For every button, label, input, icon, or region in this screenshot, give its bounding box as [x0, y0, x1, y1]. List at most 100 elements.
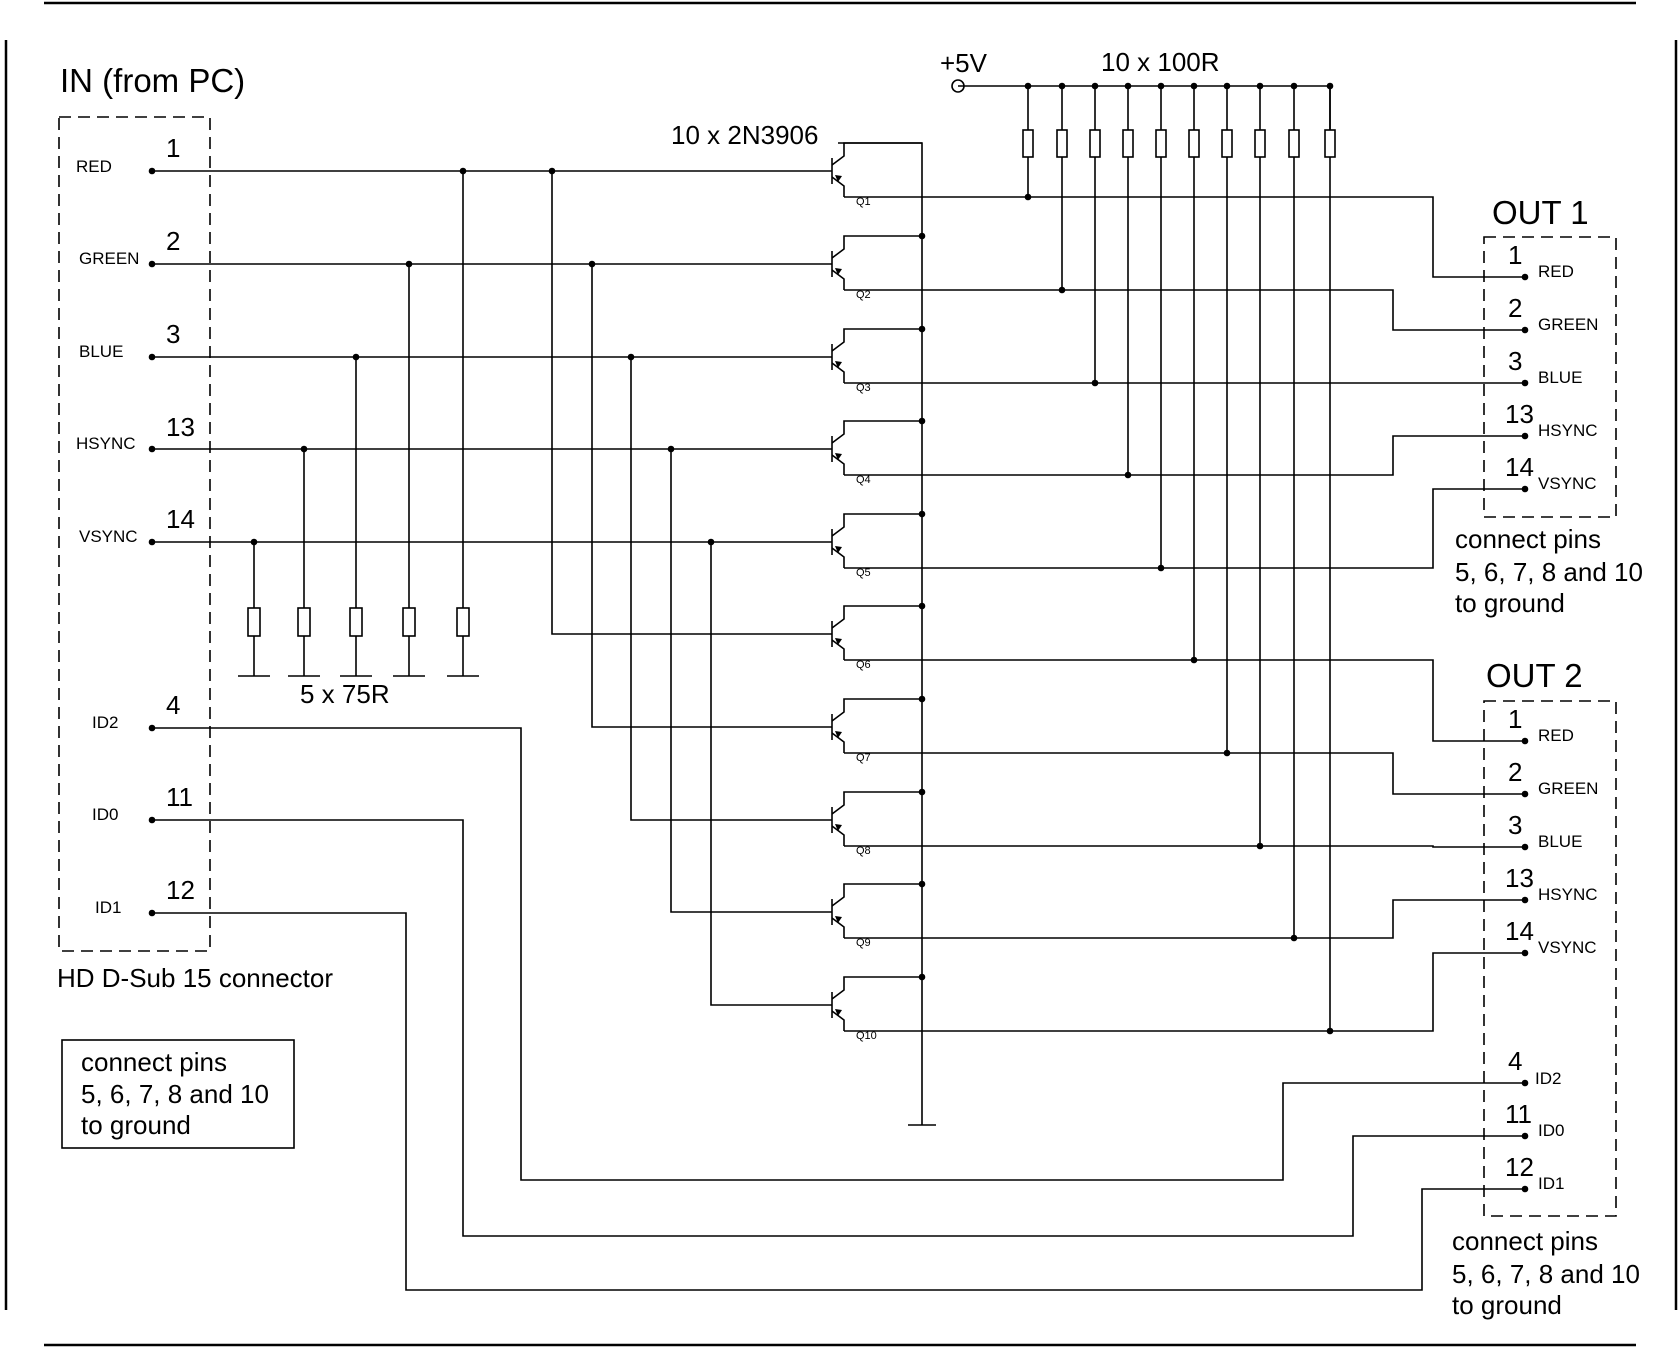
out1-pin-labels: 1 RED 2 GREEN 3 BLUE 13 HSYNC 14 VSYNC [1505, 240, 1598, 493]
junction-dot [918, 880, 926, 888]
in-pin-number: 11 [166, 782, 193, 812]
out2-pin-dot [1521, 790, 1529, 798]
transistor-arrow [835, 175, 842, 182]
junction-dot [918, 788, 926, 796]
transistor-label: Q7 [856, 752, 871, 764]
terminator-resistor [456, 607, 470, 637]
transistor-label: Q1 [856, 196, 871, 208]
pullup-resistor [1056, 129, 1068, 158]
in-pin-name: VSYNC [79, 527, 138, 546]
transistor-emitter-lead [831, 328, 922, 352]
out1-pin-dot [1521, 273, 1529, 281]
pullup-resistor [1254, 129, 1266, 158]
transistor-emitter-lead [831, 883, 922, 907]
out2-pin-dot [1521, 896, 1529, 904]
transistor-emitter-lead [831, 235, 922, 259]
out1-pin-number: 14 [1505, 452, 1534, 482]
out1-title: OUT 1 [1492, 194, 1589, 231]
pullup-resistor [1221, 129, 1233, 158]
in-pin-name: ID2 [92, 713, 118, 732]
transistor-collector-lead [831, 176, 845, 197]
junction-dot [918, 417, 926, 425]
transistor-collector-lead [831, 269, 845, 290]
transistor-collector-lead [831, 825, 845, 846]
output-trace [844, 289, 1525, 331]
in-pin-name: ID1 [95, 898, 121, 917]
transistor-collector-lead [831, 639, 845, 660]
transistor-collector-lead [831, 917, 845, 938]
transistor-collector-lead [831, 732, 845, 753]
junction-dot [918, 695, 926, 703]
pullup-resistor [1188, 129, 1200, 158]
supply-label: +5V [940, 48, 988, 78]
out1-pin-name: GREEN [1538, 315, 1598, 334]
transistor-arrow [835, 546, 842, 553]
out2-pin-name: RED [1538, 726, 1574, 745]
supply-rail [958, 85, 1331, 133]
connector-caption: HD D-Sub 15 connector [57, 963, 333, 993]
in-pin-number: 3 [166, 319, 180, 349]
transistor-emitter-lead [831, 698, 922, 722]
page-frame [4, 1, 1678, 1347]
output-trace [844, 659, 1525, 742]
in-pin-number: 1 [166, 133, 180, 163]
out2-pin-number: 2 [1508, 757, 1522, 787]
out1-pin-name: VSYNC [1538, 474, 1597, 493]
transistor-label: Q5 [856, 567, 871, 579]
in-pin-name: BLUE [79, 342, 123, 361]
transistor-collector-lead [831, 547, 845, 568]
base-feed-trace [591, 264, 832, 728]
out2-connector-box [1483, 700, 1617, 1217]
transistor-arrow [835, 453, 842, 460]
out2-pin-dot [1521, 843, 1529, 851]
junction-dot [918, 232, 926, 240]
base-feed-trace [670, 449, 832, 913]
transistor-emitter-lead [831, 142, 922, 166]
out1-pin-number: 1 [1508, 240, 1522, 270]
terminator-resistor [402, 607, 416, 637]
in-pin-name: GREEN [79, 249, 139, 268]
in-pin-number: 4 [166, 690, 180, 720]
transistor-arrow [835, 268, 842, 275]
transistor-label: Q6 [856, 659, 871, 671]
out2-pin-number: 3 [1508, 810, 1522, 840]
junction-dot [918, 325, 926, 333]
transistor-label: Q3 [856, 382, 871, 394]
id-passthrough-wires [152, 727, 1525, 1291]
out1-pin-dot [1521, 485, 1529, 493]
out2-pin-number: 1 [1508, 704, 1522, 734]
transistor-emitter-lead [831, 791, 922, 815]
out2-pin-name: VSYNC [1538, 938, 1597, 957]
out2-pin-number: 4 [1508, 1046, 1522, 1076]
pullup-resistor [1122, 129, 1134, 158]
out2-pin-name: HSYNC [1538, 885, 1598, 904]
out1-pin-name: HSYNC [1538, 421, 1598, 440]
output-trace [844, 752, 1525, 795]
transistor-arrow [835, 916, 842, 923]
in-pin-name: RED [76, 157, 112, 176]
in-pin-number: 12 [166, 875, 195, 905]
transistor-emitter-lead [831, 605, 922, 629]
in-pin-number: 13 [166, 412, 195, 442]
junction-dot [918, 602, 926, 610]
output-trace [844, 899, 1525, 939]
ground-note-line: 5, 6, 7, 8 and 10 [81, 1079, 269, 1109]
in-pin-number: 14 [166, 504, 195, 534]
in-pin-number: 2 [166, 226, 180, 256]
output-trace [844, 488, 1525, 569]
out1-pin-number: 3 [1508, 346, 1522, 376]
transistor-label: Q10 [856, 1030, 877, 1042]
out2-pin-number: 12 [1505, 1152, 1534, 1182]
output-trace [844, 952, 1525, 1032]
out2-pin-dot [1521, 1132, 1529, 1140]
ground-note-in: connect pins 5, 6, 7, 8 and 10 to ground [81, 1047, 269, 1140]
terminator-resistor [247, 607, 261, 637]
transistor-label: Q8 [856, 845, 871, 857]
transistor-arrow [835, 824, 842, 831]
out1-pin-dot [1521, 326, 1529, 334]
transistor-arrow [835, 638, 842, 645]
out1-pin-name: BLUE [1538, 368, 1582, 387]
pullup-resistor [1155, 129, 1167, 158]
